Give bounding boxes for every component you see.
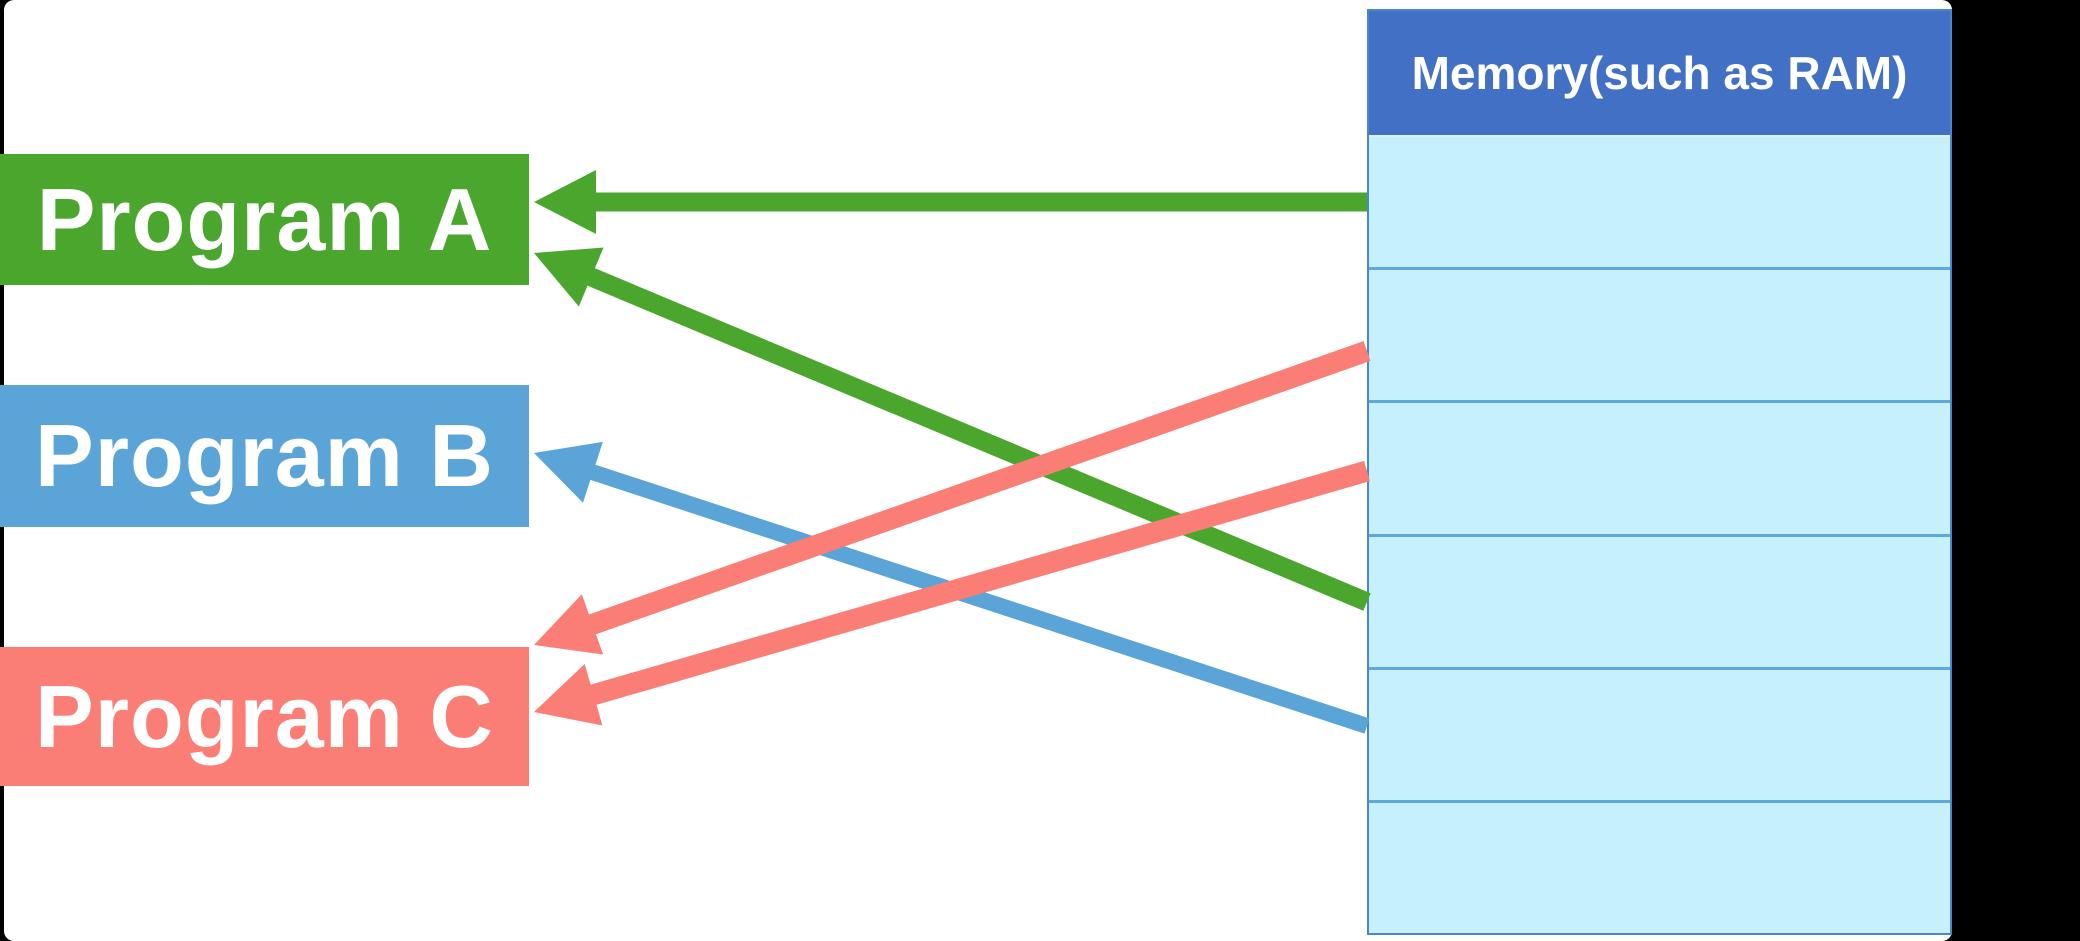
memory-cell-4 bbox=[1369, 533, 1950, 667]
memory-cell-1 bbox=[1369, 137, 1950, 268]
program-c-label: Program C bbox=[35, 666, 494, 766]
program-c-box: Program C bbox=[0, 647, 529, 786]
memory-cell-6 bbox=[1369, 799, 1950, 934]
program-b-label: Program B bbox=[35, 406, 494, 505]
memory-table-header: Memory(such as RAM) bbox=[1369, 11, 1950, 137]
memory-table-title: Memory(such as RAM) bbox=[1411, 47, 1908, 99]
memory-cell-2 bbox=[1369, 267, 1950, 401]
memory-cell-3 bbox=[1369, 400, 1950, 534]
memory-cell-list bbox=[1369, 137, 1950, 934]
memory-table: Memory(such as RAM) bbox=[1367, 9, 1952, 935]
program-a-label: Program A bbox=[36, 169, 493, 269]
program-a-box: Program A bbox=[0, 154, 529, 285]
memory-cell-5 bbox=[1369, 666, 1950, 800]
program-b-box: Program B bbox=[0, 385, 529, 527]
